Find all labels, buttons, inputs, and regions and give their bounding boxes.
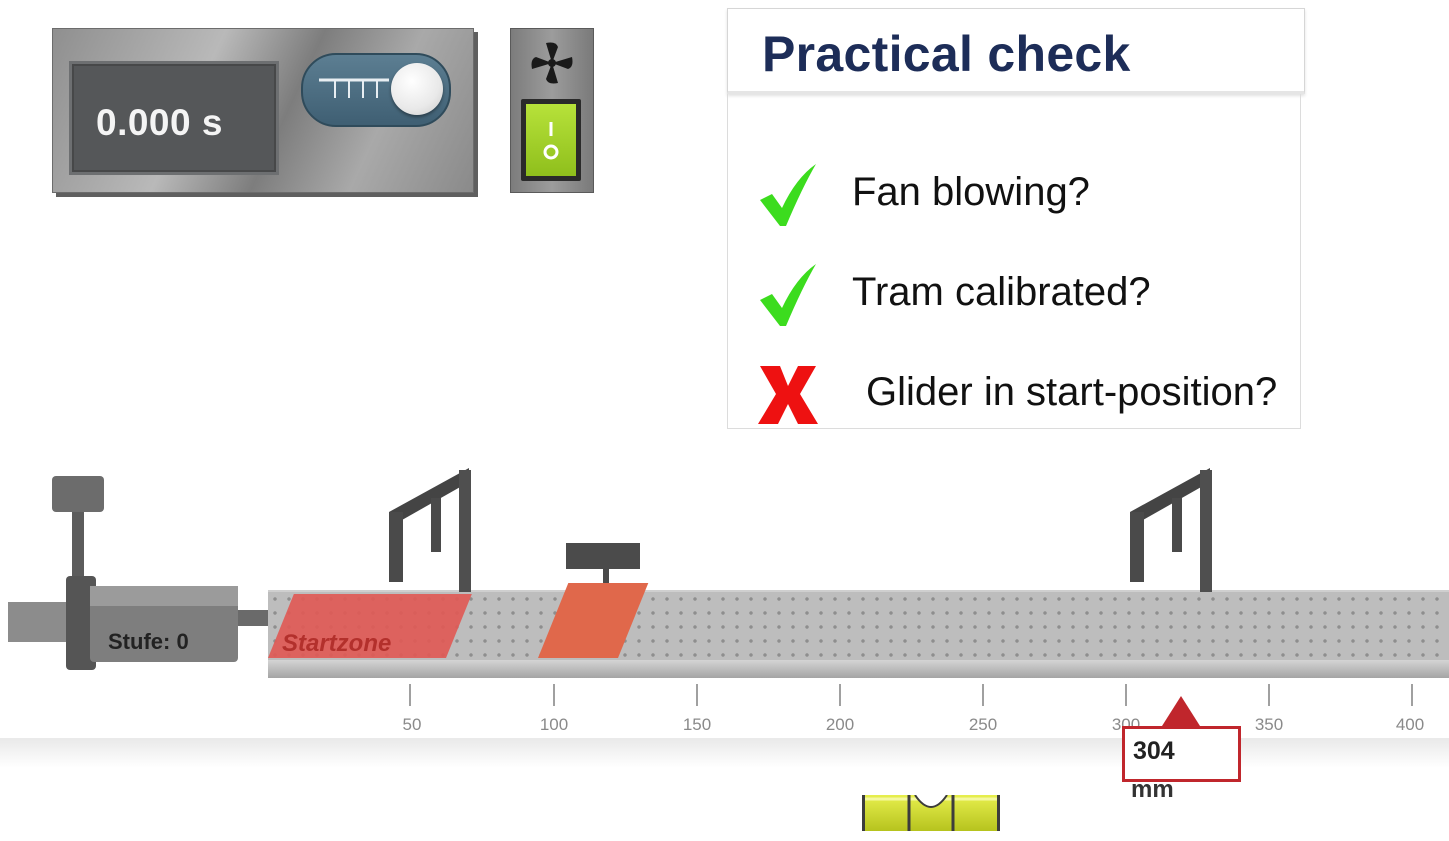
air-track-base (268, 660, 1449, 678)
scale-tick (982, 684, 984, 706)
power-symbol-icon (543, 122, 559, 160)
position-readout: 304 (1122, 726, 1241, 782)
power-switch-face[interactable] (526, 104, 576, 176)
toggle-knob[interactable] (391, 63, 443, 115)
scale-tick (1125, 684, 1127, 706)
position-marker-icon[interactable] (1162, 696, 1200, 726)
scale-label: 200 (825, 715, 855, 734)
spirit-level (862, 795, 1000, 831)
scale-label: 400 (1395, 715, 1425, 734)
position-unit: mm (1131, 776, 1174, 803)
scale-tick (696, 684, 698, 706)
check-label: Glider in start-position? (866, 370, 1278, 414)
light-gate-2[interactable] (1126, 462, 1218, 592)
checkmark-icon (760, 264, 816, 326)
scale-tick (553, 684, 555, 706)
blower-level-label: Stufe: 0 (108, 629, 189, 654)
level-bubble-icon (865, 795, 997, 831)
scale-tick (839, 684, 841, 706)
scale-tick (1268, 684, 1270, 706)
cross-icon (758, 366, 818, 424)
check-item-tram: Tram calibrated? (758, 264, 1151, 334)
scale-label: 100 (539, 715, 569, 734)
scale-label: 150 (682, 715, 712, 734)
practical-check-panel: Practical check Fan blowing? Tram calibr… (727, 8, 1305, 429)
check-item-glider: Glider in start-position? (758, 364, 1277, 434)
glider-flag[interactable] (566, 543, 640, 569)
fan-icon (531, 42, 573, 84)
checklist: Fan blowing? Tram calibrated? Glider in … (727, 94, 1301, 429)
timer-device: 0.000 s (52, 28, 474, 193)
timer-toggle[interactable] (301, 53, 451, 127)
light-gate-icon (319, 78, 389, 98)
scale-label: 350 (1254, 715, 1284, 734)
timer-display: 0.000 s (69, 61, 279, 175)
air-blower (8, 476, 294, 670)
scale-label: 50 (402, 715, 422, 734)
scale-tick (409, 684, 411, 706)
check-item-fan: Fan blowing? (758, 164, 1090, 234)
startzone-label: Startzone (282, 630, 392, 657)
fan-power-switch[interactable] (521, 99, 581, 181)
panel-title: Practical check (762, 26, 1131, 82)
scale-tick (1411, 684, 1413, 706)
scale-label: 250 (968, 715, 998, 734)
glider-flag-pole (603, 568, 609, 586)
check-label: Fan blowing? (852, 170, 1090, 214)
timer-value: 0.000 s (96, 102, 223, 143)
checkmark-icon (760, 164, 816, 226)
fan-control (510, 28, 594, 193)
light-gate-1[interactable] (385, 462, 477, 592)
position-value: 304 (1133, 737, 1175, 765)
practical-check-header: Practical check (727, 8, 1305, 94)
check-label: Tram calibrated? (852, 270, 1151, 314)
